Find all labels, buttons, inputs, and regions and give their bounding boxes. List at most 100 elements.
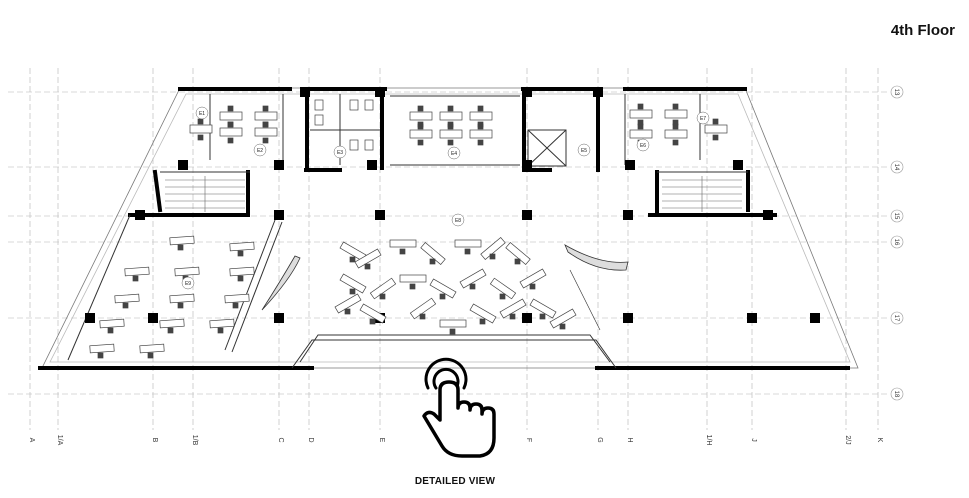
chair xyxy=(712,118,719,125)
chair xyxy=(417,105,424,112)
desk xyxy=(409,297,437,320)
room-tag: E2 xyxy=(257,148,263,154)
column-pier xyxy=(623,210,633,220)
desk xyxy=(409,111,433,121)
desk xyxy=(174,266,200,277)
room-tag: E8 xyxy=(455,218,461,224)
column-pier xyxy=(300,87,310,97)
row-label: 15 xyxy=(893,213,899,220)
desk xyxy=(219,127,243,137)
column-label: F xyxy=(525,438,532,442)
desk xyxy=(89,343,115,354)
desk xyxy=(439,319,467,328)
walls xyxy=(38,87,850,370)
desk xyxy=(124,266,150,277)
desk xyxy=(469,129,493,139)
floor-title: 4th Floor xyxy=(890,22,955,39)
chair xyxy=(469,283,476,290)
column-label: K xyxy=(876,438,883,443)
column-pier xyxy=(522,210,532,220)
desk xyxy=(469,111,493,121)
chair xyxy=(237,250,244,257)
chair xyxy=(262,121,269,128)
chair xyxy=(344,308,351,315)
desk xyxy=(354,248,382,269)
room-tag: E3 xyxy=(337,150,343,156)
chair xyxy=(147,352,154,359)
column-pier xyxy=(135,210,145,220)
row-label: 14 xyxy=(893,164,899,171)
desk xyxy=(480,236,506,261)
column-pier xyxy=(810,313,820,323)
column-label: J xyxy=(750,438,757,442)
row-label: 13 xyxy=(893,89,899,96)
room-tag-bubble xyxy=(195,106,209,120)
desk xyxy=(629,129,653,139)
fixture xyxy=(364,99,374,111)
chair xyxy=(447,139,454,146)
fixture xyxy=(349,139,359,151)
row-bubble xyxy=(890,387,904,401)
chair xyxy=(417,123,424,130)
room-tag: E1 xyxy=(199,111,205,117)
desk xyxy=(159,318,185,329)
chair xyxy=(489,253,496,260)
chair xyxy=(429,258,436,265)
desk xyxy=(189,124,213,134)
room-tag-bubble xyxy=(181,276,195,290)
room-tag: E6 xyxy=(640,143,646,149)
chair xyxy=(477,123,484,130)
desk xyxy=(629,109,653,119)
chair xyxy=(227,121,234,128)
column-pier xyxy=(733,160,743,170)
fixture xyxy=(349,99,359,111)
furniture xyxy=(89,99,728,359)
room-tag-bubble xyxy=(333,145,347,159)
chair xyxy=(364,263,371,270)
desk xyxy=(499,298,527,319)
desk xyxy=(399,274,427,283)
chair xyxy=(477,139,484,146)
desk xyxy=(229,266,255,277)
tap-hand-icon[interactable] xyxy=(422,357,496,458)
column-pier xyxy=(148,313,158,323)
chair xyxy=(539,313,546,320)
chair xyxy=(227,105,234,112)
desk xyxy=(459,268,487,289)
column-label: B xyxy=(151,438,158,443)
desk xyxy=(359,303,387,324)
desk xyxy=(254,127,278,137)
chair xyxy=(97,352,104,359)
row-bubble xyxy=(890,209,904,223)
chair xyxy=(419,313,426,320)
column-label: 2/J xyxy=(844,435,851,444)
column-label: C xyxy=(277,437,284,442)
column-label: D xyxy=(307,437,314,442)
chair xyxy=(529,283,536,290)
row-label: 17 xyxy=(893,315,899,322)
chair xyxy=(262,105,269,112)
chair xyxy=(409,283,416,290)
column-pier xyxy=(625,160,635,170)
desk xyxy=(334,293,362,314)
chair xyxy=(177,302,184,309)
stair-right xyxy=(662,176,742,212)
room-tag-bubble xyxy=(696,111,710,125)
row-bubble xyxy=(890,160,904,174)
chair xyxy=(262,137,269,144)
room-tag: E5 xyxy=(581,148,587,154)
column-pier xyxy=(623,313,633,323)
chair xyxy=(177,244,184,251)
chair xyxy=(672,139,679,146)
stair-left xyxy=(165,176,245,212)
detailed-view-link[interactable]: DETAILED VIEW xyxy=(414,476,496,487)
desk xyxy=(389,239,417,248)
chair xyxy=(559,323,566,330)
desk xyxy=(439,111,463,121)
chair xyxy=(107,327,114,334)
column-pier xyxy=(375,87,385,97)
desk xyxy=(254,111,278,121)
column-pier xyxy=(274,313,284,323)
desk xyxy=(489,277,517,300)
column-pier xyxy=(522,313,532,323)
